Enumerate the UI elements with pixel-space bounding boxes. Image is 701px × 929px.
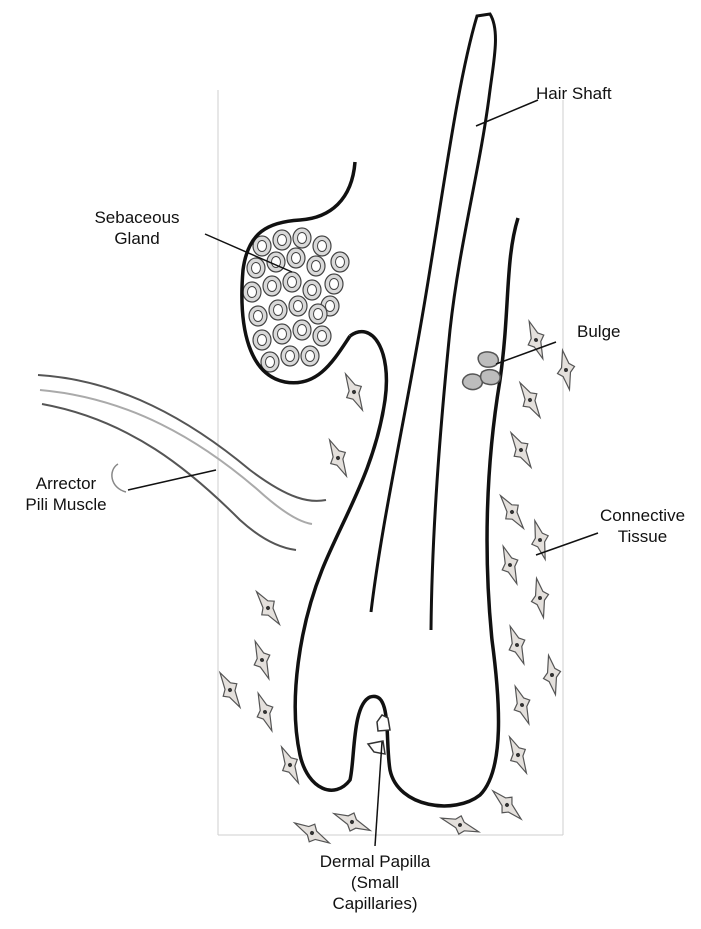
cell-icon <box>273 324 291 344</box>
cell-icon <box>313 236 331 256</box>
cell-icon <box>293 228 311 248</box>
hair-shaft <box>371 14 495 630</box>
spindle-cell-icon <box>321 436 354 480</box>
spindle-cell-icon <box>486 784 527 825</box>
cell-icon <box>303 280 321 300</box>
dermal-papilla-leader <box>375 742 382 846</box>
spindle-cell-icon <box>247 638 278 682</box>
arrector-pili-leader <box>128 470 216 490</box>
arrector-pili-label: Arrector Pili Muscle <box>10 473 122 515</box>
spindle-cell-icon <box>249 586 287 629</box>
cell-icon <box>281 346 299 366</box>
cell-icon <box>269 300 287 320</box>
arrector-pili-muscle <box>38 375 326 550</box>
cell-icon <box>313 326 331 346</box>
cell-icon <box>253 330 271 350</box>
leader-lines <box>128 100 598 846</box>
sebaceous-gland-label: Sebaceous Gland <box>82 207 192 249</box>
spindle-cell-icon <box>502 623 533 667</box>
sebaceous-gland <box>242 162 355 383</box>
spindle-cell-icon <box>337 370 370 414</box>
spindle-cell-icon <box>528 577 553 620</box>
spindle-cell-icon <box>512 378 548 422</box>
spindle-cell-icon <box>495 543 526 587</box>
cell-icon <box>249 306 267 326</box>
spindle-cell-icon <box>521 318 552 362</box>
spindle-cell-icon <box>526 518 554 561</box>
cell-icon <box>273 230 291 250</box>
cell-icon <box>287 248 305 268</box>
dermal-papilla-label: Dermal Papilla (Small Capillaries) <box>300 851 450 914</box>
spindle-cell-icon <box>501 733 534 777</box>
cell-icon <box>331 252 349 272</box>
cell-icon <box>293 320 311 340</box>
spindle-cell-icon <box>554 349 579 392</box>
hair-shaft-label: Hair Shaft <box>536 83 612 104</box>
spindle-cell-icon <box>438 810 482 841</box>
bulge-label: Bulge <box>577 321 620 342</box>
spindle-cell-icon <box>330 805 374 838</box>
cell-icon <box>307 256 325 276</box>
bulge-cells <box>463 352 500 390</box>
cell-icon <box>301 346 319 366</box>
cell-icon <box>243 282 261 302</box>
cell-icon <box>247 258 265 278</box>
cell-icon <box>283 272 301 292</box>
spindle-cell-icon <box>250 690 281 734</box>
cell-icon <box>309 304 327 324</box>
spindle-cell-icon <box>540 654 565 697</box>
connective-tissue-label: Connective Tissue <box>590 505 695 547</box>
cell-icon <box>325 274 343 294</box>
connective-tissue-cells <box>212 318 578 851</box>
cell-icon <box>289 296 307 316</box>
cell-icon <box>263 276 281 296</box>
spindle-cell-icon <box>493 490 531 533</box>
spindle-cell-icon <box>507 683 538 727</box>
spindle-cell-icon <box>503 428 539 472</box>
spindle-cell-icon <box>290 815 334 851</box>
